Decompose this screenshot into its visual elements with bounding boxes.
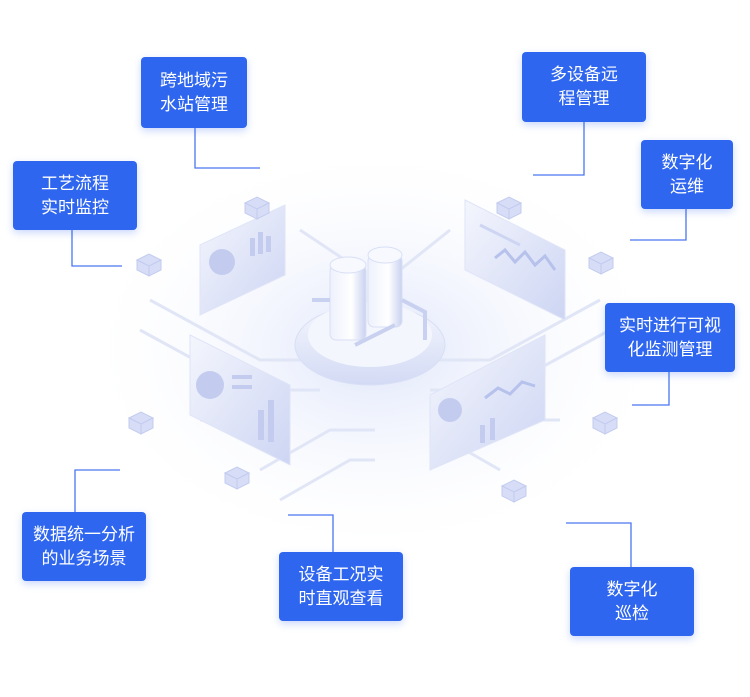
label-data-analysis: 数据统一分析 的业务场景 — [22, 512, 146, 581]
connector-multi-device — [533, 122, 585, 176]
label-digital-ops: 数字化 运维 — [641, 140, 733, 209]
label-cross-region-text: 跨地域污 水站管理 — [160, 70, 228, 115]
connector-equipment-status — [288, 514, 334, 552]
node-cube-icon — [495, 196, 523, 220]
central-equipment-platform — [294, 246, 446, 386]
node-cube-icon — [127, 411, 155, 435]
label-realtime-visual-text: 实时进行可视 化监测管理 — [619, 315, 721, 360]
right-lower-panel — [429, 334, 546, 471]
label-cross-region: 跨地域污 水站管理 — [141, 57, 247, 128]
label-digital-ops-text: 数字化 运维 — [661, 152, 713, 197]
label-process-monitor-text: 工艺流程 实时监控 — [41, 173, 109, 218]
connector-data-analysis — [74, 469, 120, 512]
connector-cross-region — [194, 128, 260, 169]
label-process-monitor: 工艺流程 实时监控 — [13, 161, 137, 230]
label-equipment-status: 设备工况实 时直观查看 — [279, 552, 403, 621]
connector-lines — [71, 122, 687, 567]
label-data-analysis-text: 数据统一分析 的业务场景 — [33, 524, 135, 569]
node-cube-icon — [500, 479, 528, 503]
connector-digital-ops — [630, 209, 687, 241]
label-realtime-visual: 实时进行可视 化监测管理 — [605, 303, 735, 372]
node-cube-icon — [587, 251, 615, 275]
connector-process-monitor — [71, 230, 122, 267]
right-upper-panel — [464, 199, 566, 321]
node-cube-icon — [243, 196, 271, 220]
node-cube-icon — [223, 466, 251, 490]
connector-realtime-visual — [632, 372, 670, 406]
label-multi-device: 多设备远 程管理 — [522, 52, 646, 122]
label-digital-inspection: 数字化 巡检 — [570, 567, 694, 636]
label-multi-device-text: 多设备远 程管理 — [550, 65, 618, 109]
node-cube-icon — [135, 253, 163, 277]
node-cube-icon — [591, 411, 619, 435]
label-equipment-status-text: 设备工况实 时直观查看 — [298, 564, 384, 609]
label-digital-inspection-text: 数字化 巡检 — [606, 579, 658, 624]
node-cube-icons — [127, 196, 619, 503]
connector-digital-inspection — [566, 522, 632, 567]
left-large-panel — [189, 334, 291, 466]
